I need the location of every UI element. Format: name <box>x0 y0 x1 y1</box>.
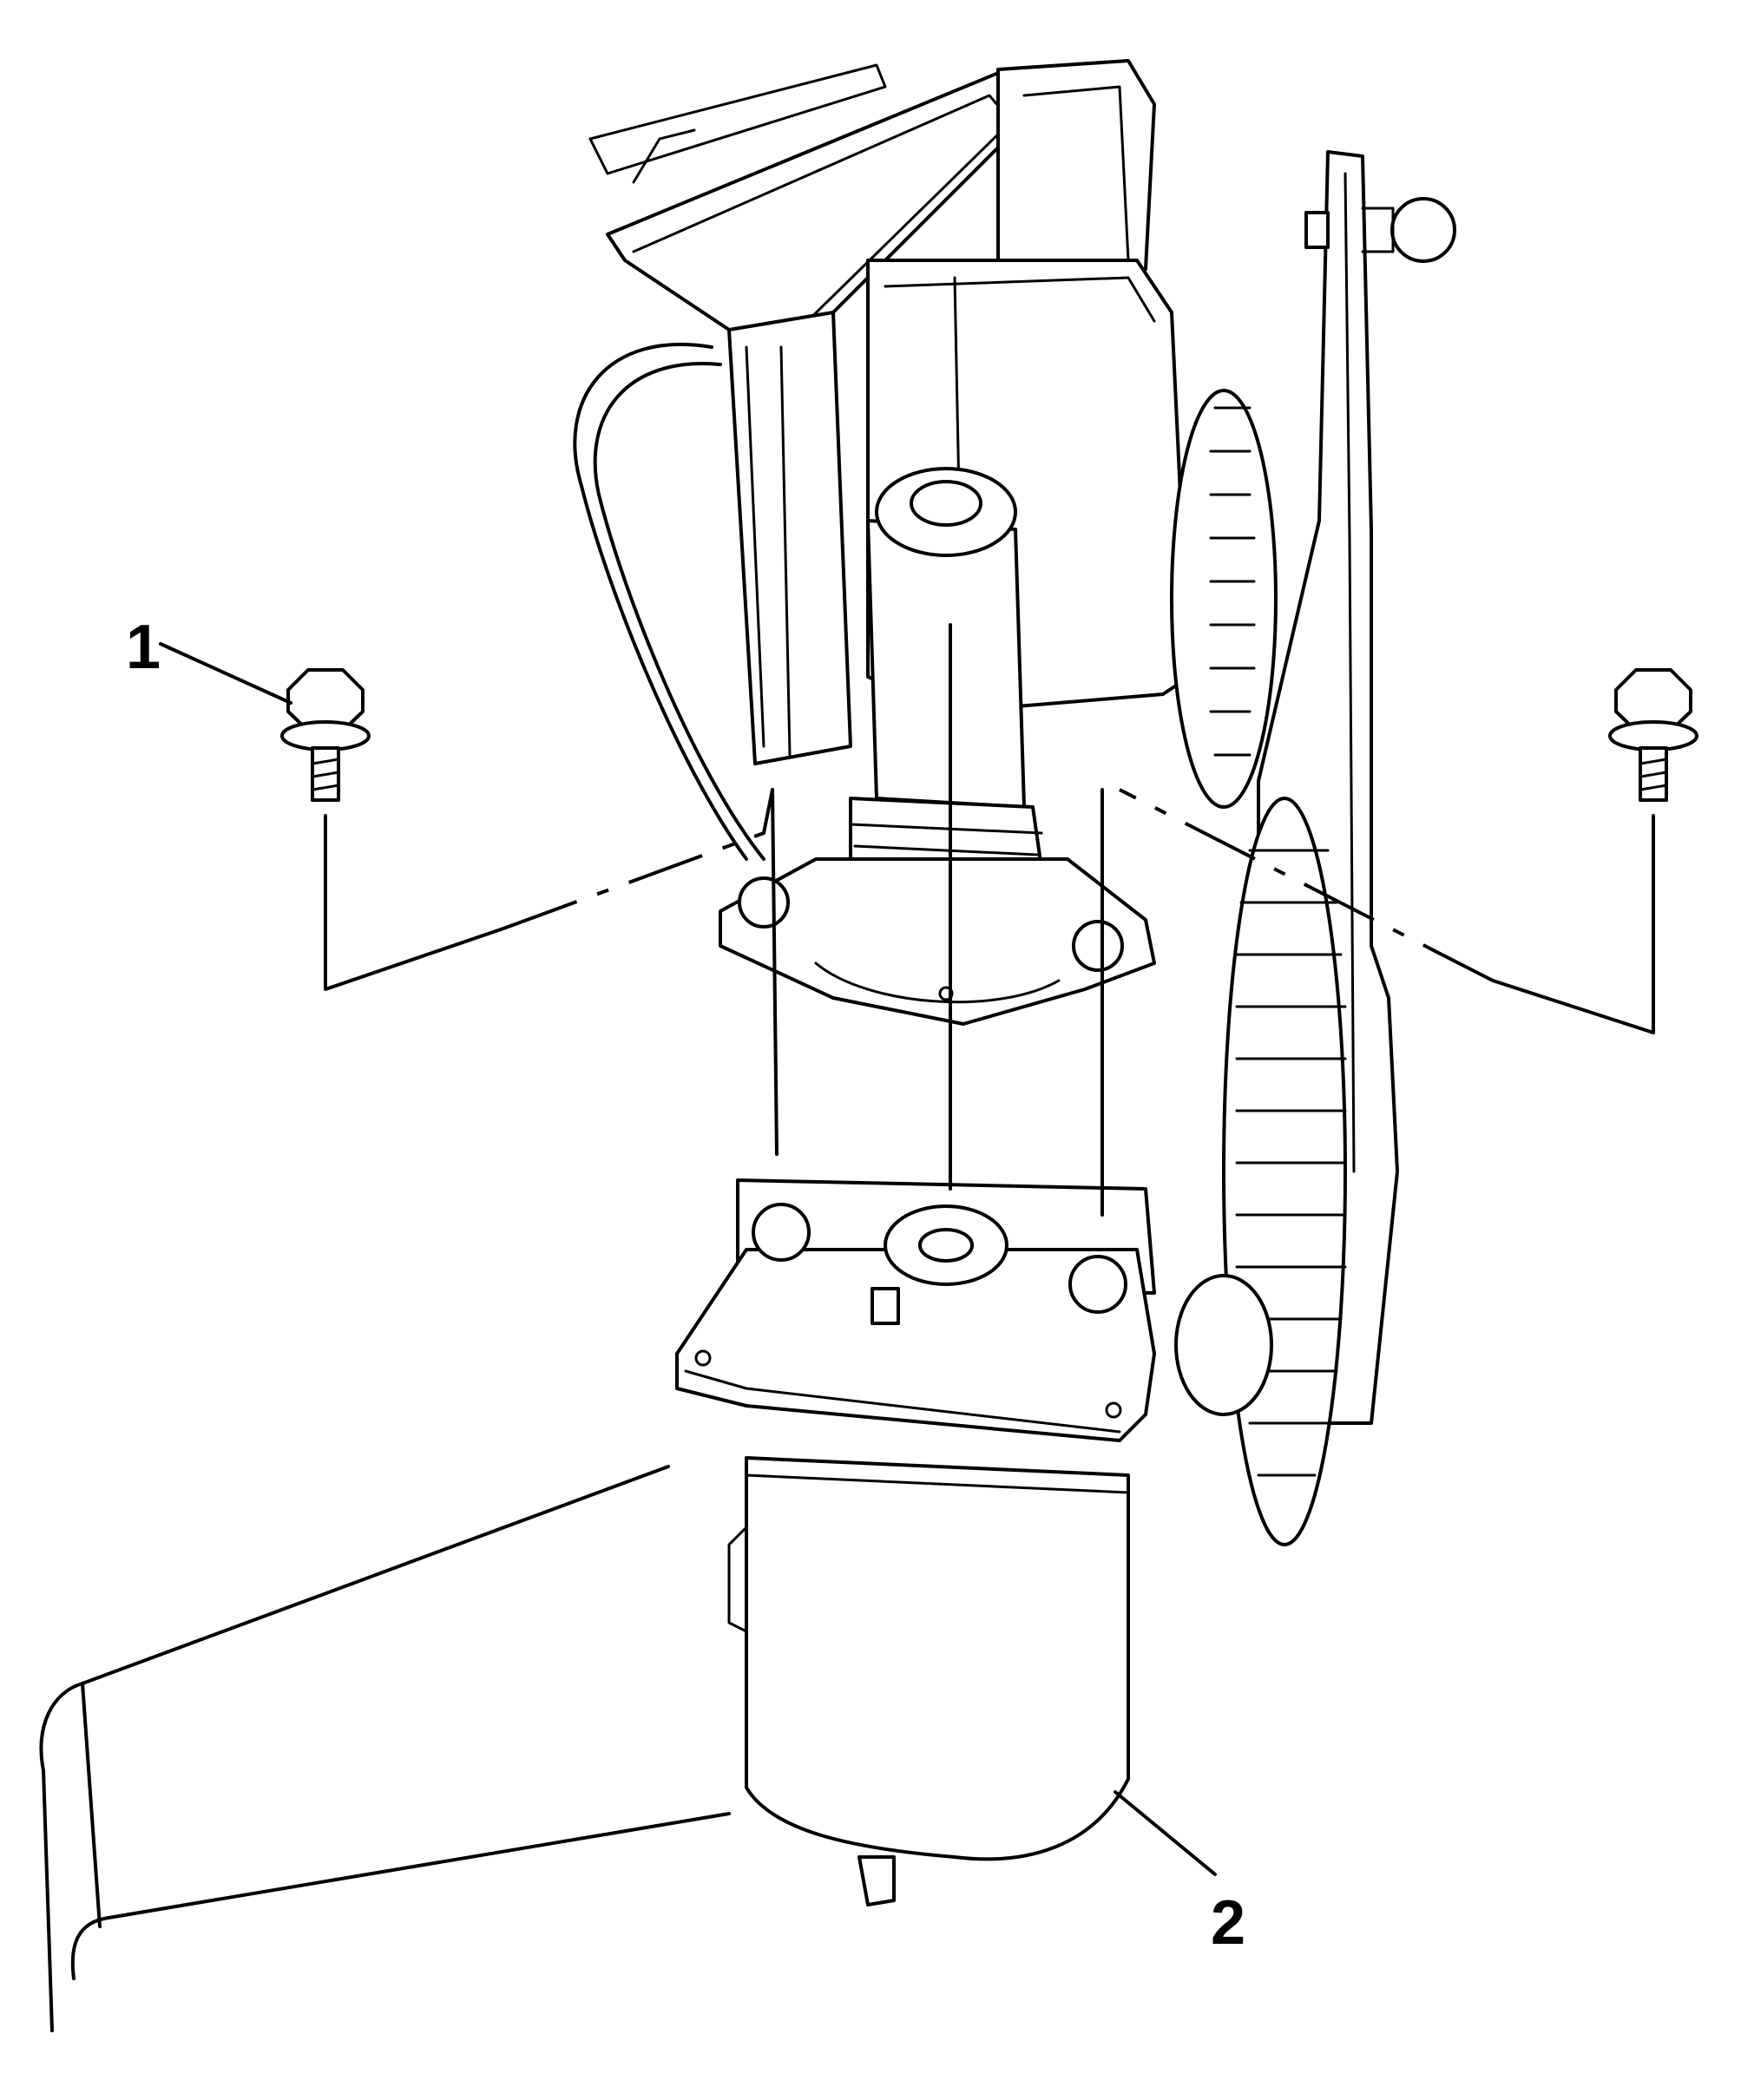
bolt-left <box>280 668 371 802</box>
callout-1-label: 1 <box>126 613 161 682</box>
cowl-panel <box>39 1465 731 2032</box>
assembly-guide-lines <box>324 623 1655 1217</box>
callout-2-label: 2 <box>1211 1888 1245 1958</box>
wiper-motor <box>675 1178 1156 1906</box>
callout-leaders <box>159 642 1217 1876</box>
gear-stack <box>1170 389 1347 1546</box>
bolt-right <box>1608 668 1698 802</box>
motor-shaft <box>719 467 1156 1026</box>
